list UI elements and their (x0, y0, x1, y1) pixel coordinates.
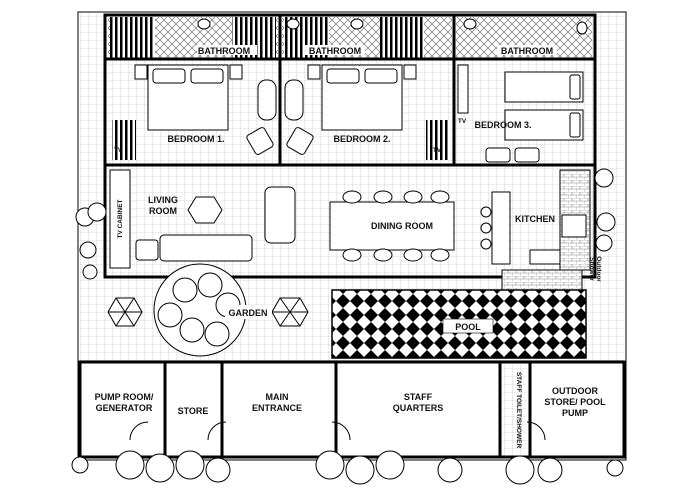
kitchen-island (491, 191, 511, 265)
bathroom-2-label: BATHROOM (309, 46, 361, 56)
bathroom-3-label: BATHROOM (501, 46, 553, 56)
dining-chair (342, 190, 450, 262)
bedroom-3-label: BEDROOM 3. (474, 120, 531, 130)
dining-room-label: DINING ROOM (371, 221, 433, 231)
service-block (78, 360, 626, 459)
bedroom-1-label: BEDROOM 1. (167, 134, 224, 144)
tv-2-label: TV (433, 147, 442, 154)
pool-label: POOL (455, 322, 481, 332)
nightstand (134, 64, 148, 80)
armchair (246, 127, 274, 155)
living-room-label-1: LIVING (148, 195, 178, 205)
living-room-label-2: ROOM (149, 206, 177, 216)
tv-cabinet (109, 169, 131, 269)
desk-chair (284, 79, 304, 121)
store-label: STORE (178, 406, 209, 416)
nightstand (229, 64, 243, 80)
shower-2b (380, 17, 424, 59)
door-swing (129, 421, 546, 441)
pool-label-bg (442, 318, 494, 334)
armchair (286, 127, 314, 155)
nightstand (403, 64, 417, 80)
sofa (159, 234, 253, 262)
kitchen-sink (529, 249, 561, 265)
desk-chair (257, 79, 277, 121)
bathroom-label-bg-2 (305, 45, 365, 55)
kitchen-label: KITCHEN (515, 214, 555, 224)
toilet-icon (197, 18, 588, 35)
garden-label-bg (225, 305, 272, 319)
bathroom-1-label: BATHROOM (198, 46, 250, 56)
outdoor-store-label-1: OUTDOOR (552, 386, 598, 396)
tv-1-label: TV (114, 147, 123, 154)
outdoor-store-label-3: PUMP (562, 408, 588, 418)
fixture-labels: TV TV TV TV CABINET Outdoor Shower (114, 118, 602, 282)
wardrobe (426, 120, 450, 160)
garden-tree-icon (153, 263, 247, 357)
armchair (264, 186, 296, 244)
tv-cabinet-label: TV CABINET (117, 199, 124, 238)
tv-3-label: TV (458, 118, 467, 125)
main-entrance-label-1: MAIN (266, 392, 289, 402)
dining-table (329, 201, 455, 251)
room-labels: BATHROOM BATHROOM BATHROOM BEDROOM 1. BE… (95, 46, 607, 448)
gazebo-roof-lines (108, 297, 142, 327)
side-table (135, 239, 159, 261)
shower-1 (110, 17, 155, 59)
staff-toilet-label: STAFF TOILET/SHOWER (515, 372, 522, 449)
pump-room-label-1: PUMP ROOM/ (95, 392, 154, 402)
armchair (485, 147, 511, 163)
wardrobe (112, 120, 136, 160)
bathroom-label-bg-1 (197, 45, 257, 55)
staff-toilet-floor (503, 365, 527, 455)
nightstand (307, 64, 321, 80)
armchair (514, 147, 540, 163)
coffee-table (187, 196, 223, 224)
outdoor-shower-label-1: Outdoor (595, 256, 602, 282)
pump-room-label-2: GENERATOR (96, 403, 153, 413)
tv-stand-3 (457, 64, 469, 114)
bar-stool (480, 206, 492, 250)
outdoor-store-label-2: STORE/ POOL (544, 397, 606, 407)
garden-label: GARDEN (228, 308, 267, 318)
house-walls (103, 13, 597, 279)
staff-quarters-label-1: STAFF (404, 392, 433, 402)
main-entrance-label-2: ENTRANCE (252, 403, 302, 413)
bed-1 (147, 64, 229, 131)
kitchen-bar (501, 269, 583, 291)
bedroom-2-label: BEDROOM 2. (333, 134, 390, 144)
stove (561, 214, 587, 238)
staff-quarters-label-2: QUARTERS (393, 403, 444, 413)
bed-2 (321, 64, 403, 131)
shrub-icon (71, 168, 624, 485)
twin-beds-3 (504, 71, 584, 141)
gazebo-roof-lines (272, 297, 308, 327)
outdoor-shower-label-2: Shower (588, 257, 595, 281)
bathroom-label-bg-3 (497, 45, 557, 55)
